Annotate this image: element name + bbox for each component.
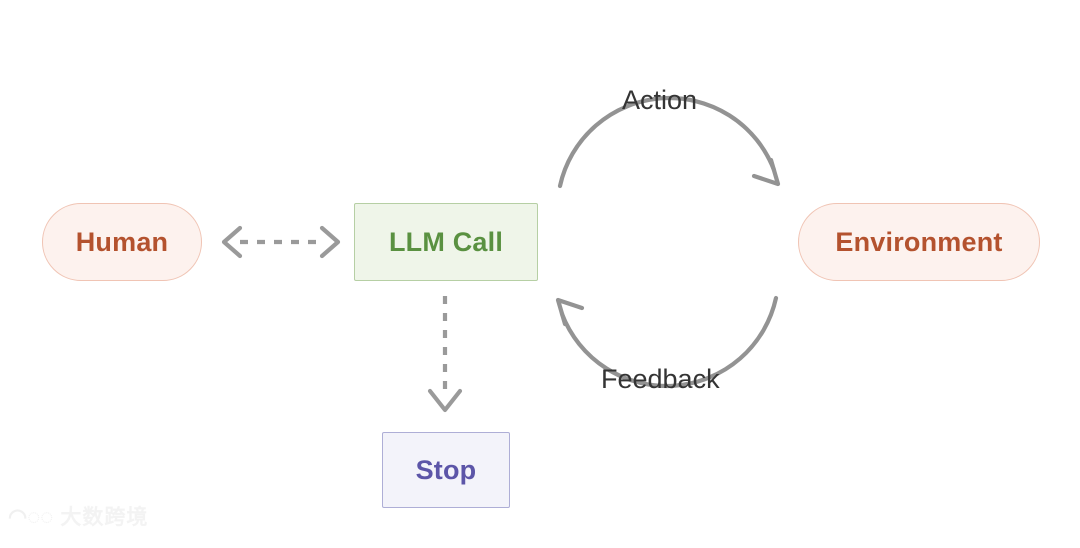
- node-environment[interactable]: Environment: [798, 203, 1040, 281]
- watermark: ◠◌◌ 大数跨境: [8, 506, 148, 528]
- node-stop-label: Stop: [415, 454, 477, 485]
- edge-label-action: Action: [622, 85, 698, 115]
- edge-human-llm: [221, 225, 341, 259]
- edge-label-feedback: Feedback: [601, 364, 720, 394]
- watermark-text: 大数跨境: [60, 505, 149, 529]
- node-llm-call[interactable]: LLM Call: [354, 203, 538, 281]
- node-environment-label: Environment: [835, 226, 1003, 257]
- node-human[interactable]: Human: [42, 203, 202, 281]
- down-arrowhead: [427, 388, 463, 413]
- node-human-label: Human: [75, 226, 169, 257]
- node-stop[interactable]: Stop: [382, 432, 510, 508]
- node-llm-call-label: LLM Call: [388, 226, 504, 257]
- edge-llm-stop: [427, 296, 463, 413]
- right-arrowhead: [319, 225, 341, 259]
- left-arrowhead: [221, 225, 243, 259]
- watermark-logo-icon: ◠◌◌: [8, 504, 54, 529]
- action-arrowhead: [751, 157, 781, 187]
- feedback-arrowhead: [555, 297, 585, 327]
